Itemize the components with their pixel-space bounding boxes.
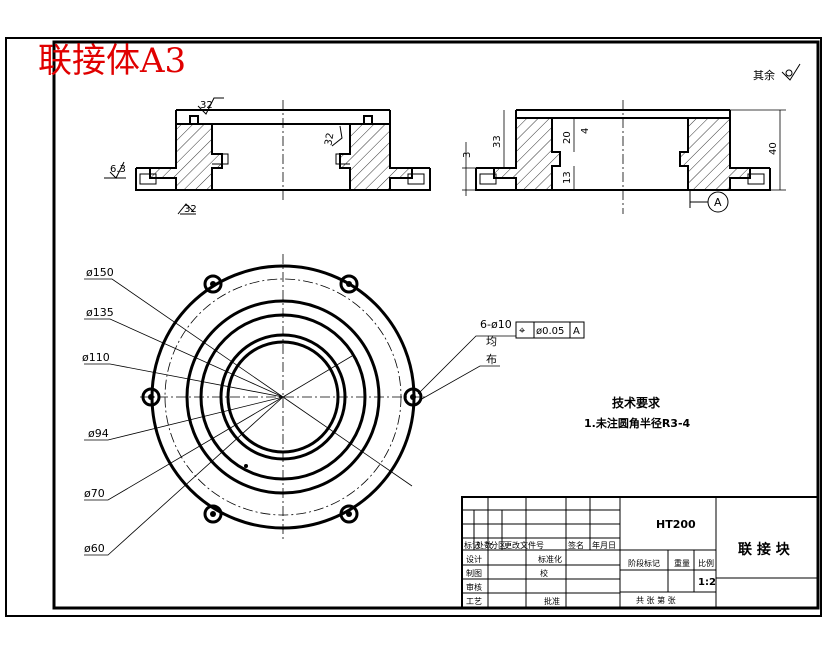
left-wall-hatch (149, 110, 223, 191)
title-block: 标记 处数 分区 更改文件号 签名 年月日 设计 标准化 制图 校 审核 工艺 … (461, 496, 819, 609)
position-tolerance-icon: ⌖ (519, 324, 525, 337)
hole-uniform-label-2: 布 (486, 353, 497, 366)
roughness-bottom-label: 32 (184, 204, 197, 215)
tb-stage-mark: 阶段标记 (628, 558, 660, 568)
tb-approval: 批准 (544, 596, 560, 606)
dia-135: ø135 (86, 306, 114, 319)
bolt-holes (141, 274, 423, 524)
roughness-flange-label: 6.3 (110, 164, 126, 175)
flange-hole-left (139, 173, 157, 185)
dia-110: ø110 (82, 351, 110, 364)
tb-header-zone: 分区 (490, 541, 506, 550)
tb-header-sign: 签名 (568, 540, 584, 550)
datum-a-label: A (714, 196, 722, 209)
right-wall-hatch (339, 110, 413, 191)
tb-sheets: 共 张 第 张 (636, 595, 676, 605)
roughness-others-label: 其余 (753, 68, 775, 82)
flange-hole-right (407, 173, 425, 185)
tb-header-count: 处数 (476, 540, 492, 550)
dia-60: ø60 (84, 542, 105, 555)
bolt-hole (339, 274, 359, 294)
outer-border (5, 37, 822, 617)
tb-check: 审核 (466, 582, 482, 592)
tb-ratio: 比例 (698, 558, 714, 568)
inner-border (52, 40, 820, 610)
tb-standard: 标准化 (538, 554, 562, 564)
tb-part-name: 联 接 块 (738, 541, 791, 558)
tech-req-heading: 技术要求 (612, 395, 661, 410)
tolerance-value: ø0.05 (536, 326, 564, 337)
tolerance-frame: ⌖ ø0.05 A (515, 321, 585, 339)
roughness-bore-label: 32 (323, 132, 336, 146)
tb-header-mark: 标记 (464, 540, 480, 550)
roughness-symbol-icon (781, 63, 801, 81)
datum-a-circle (707, 191, 729, 213)
tolerance-datum: A (573, 326, 580, 337)
front-section-view: 32 6.3 32 32 (104, 97, 431, 215)
dim-4: 4 (580, 128, 591, 134)
tb-material: HT200 (656, 518, 696, 531)
top-view: ø150 ø135 ø110 ø94 ø70 ø60 6-ø10 均 布 ⌖ ø… (82, 254, 585, 556)
side-section-view: 40 33 20 13 4 3 A (462, 100, 786, 214)
tb-drafting: 制图 (466, 568, 482, 578)
bolt-hole (203, 504, 223, 524)
roughness-others-mark: 其余 (753, 63, 801, 82)
tb-check-sign: 校 (540, 568, 548, 578)
tech-req-note-1: 1.未注圆角半径R3-4 (584, 416, 691, 430)
side-left-wall-hatch (493, 110, 561, 191)
dim-3: 3 (462, 152, 473, 158)
roughness-top-label: 32 (200, 100, 213, 111)
tb-process: 工艺 (466, 597, 482, 606)
tb-header-date: 年月日 (592, 540, 616, 550)
tb-scale: 1:2 (698, 577, 716, 588)
bolt-hole (141, 387, 161, 407)
dia-94: ø94 (88, 427, 109, 440)
dim-33: 33 (492, 135, 503, 148)
dim-40: 40 (768, 142, 779, 155)
dim-20: 20 (562, 131, 573, 144)
tb-weight: 重量 (674, 558, 690, 568)
drawing-sheet-title: 联接体A3 (38, 41, 186, 81)
bolt-hole (403, 387, 423, 407)
hole-uniform-label: 均 (486, 335, 497, 348)
hole-callout: 6-ø10 (480, 318, 512, 331)
tb-header-doc: 更改文件号 (504, 540, 544, 550)
dia-150: ø150 (86, 266, 114, 279)
dia-70: ø70 (84, 487, 105, 500)
bolt-hole (339, 504, 359, 524)
tb-designer: 设计 (466, 554, 482, 564)
dim-13: 13 (562, 171, 573, 184)
side-right-wall-hatch (679, 110, 751, 191)
bolt-hole (203, 274, 223, 294)
